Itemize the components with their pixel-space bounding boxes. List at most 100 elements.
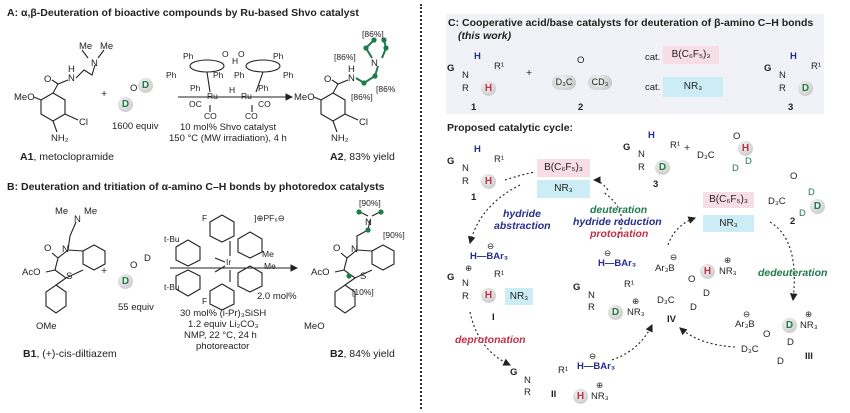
- b2-atom-o: O: [333, 243, 341, 254]
- phenyl-label: Ph: [166, 70, 177, 80]
- compound-id: 3: [653, 179, 659, 190]
- atom-g: G: [447, 156, 455, 167]
- b2-atom-meo: MeO: [304, 321, 325, 332]
- step-hydride-reduction: hydride reduction: [573, 216, 662, 228]
- condition-line: 30 mol% (i-Pr)₃SiSH: [180, 308, 267, 319]
- deuteration-percentage: [86%]: [334, 52, 356, 62]
- atom-g: G: [447, 272, 455, 283]
- atom-n: N: [638, 149, 645, 160]
- intermediate-id: III: [805, 351, 813, 362]
- b1-atom-ome: OMe: [36, 321, 57, 332]
- panel-divider: [420, 4, 422, 409]
- ruthenium-label: Ru: [241, 91, 252, 101]
- a1-atom-n: N: [91, 58, 98, 69]
- deuterium-label: D: [777, 356, 784, 367]
- shvo-catalyst-structure: [189, 59, 281, 112]
- b1-atom-me: Me: [84, 206, 98, 217]
- compound-id: 1: [471, 102, 477, 113]
- deuterium-label: D: [703, 288, 710, 299]
- a1-atom-h: H: [68, 64, 75, 75]
- deuterium-label: D: [732, 163, 739, 174]
- b1-atom-o: O: [44, 243, 52, 254]
- step-hydride-abstraction: abstraction: [494, 220, 551, 232]
- cycle-title: Proposed catalytic cycle:: [447, 122, 574, 134]
- a1-caption: A1, metoclopramide: [20, 151, 114, 163]
- base-box: NR₃: [505, 288, 533, 305]
- condition-line: photoreactor: [196, 341, 250, 352]
- hydride-h: H: [474, 144, 481, 155]
- tert-butyl-label: t-Bu: [164, 234, 180, 244]
- atom-r1: R¹: [624, 279, 635, 290]
- proton-ball: H: [573, 389, 588, 404]
- a1-atom-nh2: NH₂: [51, 133, 69, 144]
- acid-catalyst-box: B(C₆F₅)₃: [537, 159, 590, 177]
- deuterium-ball: D: [118, 274, 133, 289]
- atom-o: O: [688, 274, 696, 285]
- deuteration-percentage: [90%]: [383, 230, 405, 240]
- d3c-group: D₃C: [657, 295, 675, 306]
- negative-charge: ⊖: [589, 351, 597, 361]
- ammonium: NR₃: [800, 320, 818, 331]
- deuteration-percentage: [90%]: [359, 198, 381, 208]
- d3c-group: D₃C: [697, 150, 715, 161]
- proton-ball: H: [481, 288, 496, 303]
- a2-atom-h: H: [348, 64, 355, 75]
- atom-r1: R¹: [811, 61, 822, 72]
- a2-atom-meo: MeO: [294, 92, 315, 103]
- fluoro-label: F: [202, 213, 208, 223]
- deuterium-ball: D: [118, 97, 133, 112]
- a1-atom-me: Me: [79, 41, 93, 52]
- atom-r1: R¹: [494, 61, 505, 72]
- atom-g: G: [510, 367, 518, 378]
- atom-n: N: [462, 70, 469, 81]
- plus-sign: +: [101, 265, 108, 277]
- phenyl-label: Ph: [234, 70, 245, 80]
- intermediate-id: IV: [667, 314, 676, 325]
- a1-structure: [33, 49, 105, 133]
- b2-atom-n: N: [351, 244, 358, 255]
- catalyst-hydride: H: [229, 85, 236, 95]
- a1-atom-meo: MeO: [14, 92, 35, 103]
- methyl-label: Me: [264, 261, 276, 271]
- atom-g: G: [573, 282, 581, 293]
- hydridoborate: H—BAr₃: [577, 361, 616, 372]
- fluoro-label: F: [202, 296, 208, 306]
- atom-r: R: [779, 83, 786, 94]
- compound-id: 2: [578, 102, 584, 113]
- atom-g: G: [764, 63, 772, 74]
- atom-n: N: [462, 163, 469, 174]
- b2-atom-aco: AcO: [311, 267, 330, 278]
- phenyl-label: Ph: [190, 83, 201, 93]
- ir-catalyst-structure: [175, 214, 263, 311]
- condition-line: NMP, 22 °C, 24 h: [184, 330, 257, 341]
- cat-label: cat.: [645, 52, 661, 63]
- atom-r: R: [462, 83, 469, 94]
- hydride-h: H: [790, 51, 797, 62]
- section-b-title: B: Deuteration and tritiation of α-amino…: [7, 181, 385, 193]
- catalyst-oxygen: O: [238, 49, 245, 59]
- a1-atom-o: O: [44, 74, 52, 85]
- phenyl-label: Ph: [283, 70, 294, 80]
- borate-group: Ar₃B: [655, 263, 675, 274]
- positive-charge: ⊕: [724, 255, 732, 265]
- a2-deuterium-dots: [361, 37, 389, 86]
- atom-g: G: [623, 142, 631, 153]
- ammonium: NR₃: [591, 391, 609, 402]
- base-catalyst-box: NR₃: [663, 77, 723, 97]
- hydridoborate: H—BAr₃: [598, 258, 637, 269]
- atom-o: O: [577, 55, 585, 66]
- step-deuteration: deuteration: [590, 204, 648, 216]
- deuteration-percentage: [86%: [376, 84, 396, 94]
- base-catalyst-box: NR₃: [703, 215, 754, 232]
- catalyst-hydrogen: H: [232, 56, 239, 66]
- a1-atom-me: Me: [100, 41, 114, 52]
- b2-atom-s: S: [360, 271, 367, 282]
- b1-atom-s: S: [66, 271, 73, 282]
- deuterium-ball: D: [782, 318, 797, 333]
- plus-sign: +: [526, 67, 533, 79]
- proton-ball: H: [481, 81, 496, 96]
- base-catalyst-box: NR₃: [537, 180, 590, 198]
- atom-r1: R¹: [670, 140, 681, 151]
- atom-r: R: [462, 176, 469, 187]
